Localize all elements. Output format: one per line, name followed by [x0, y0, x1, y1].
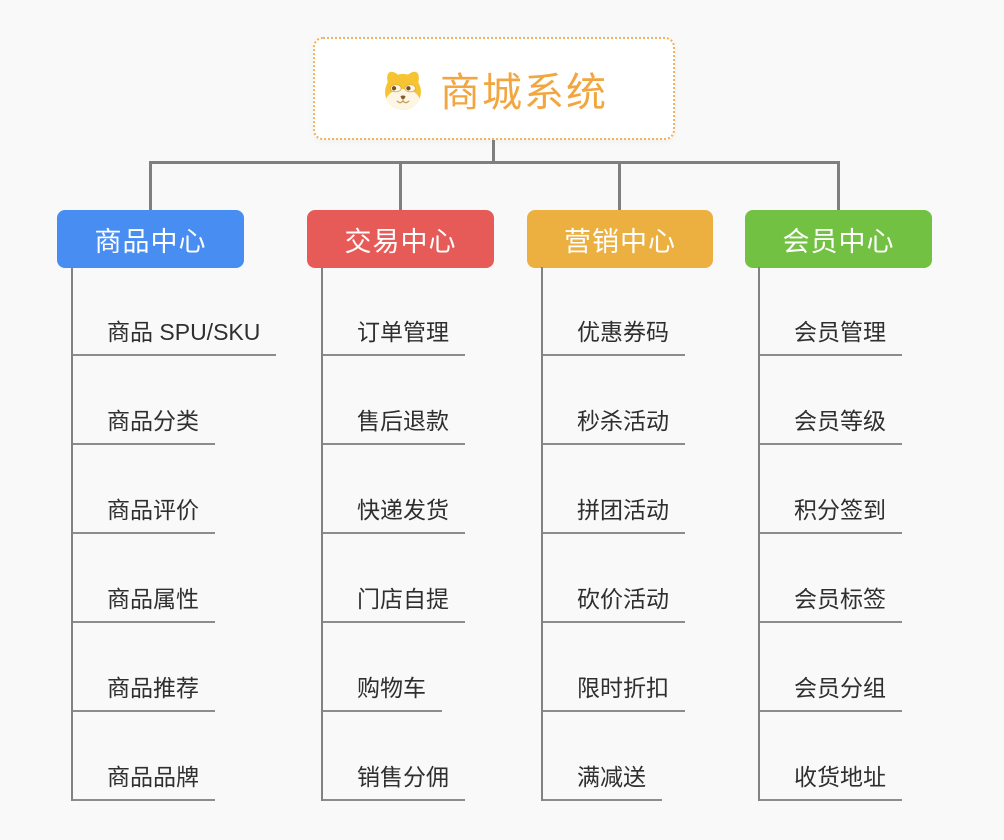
leaf-row: 限时折扣	[543, 623, 685, 712]
leaf-column-trade: 订单管理 售后退款 快递发货 门店自提 购物车 销售分佣	[321, 267, 465, 801]
leaf-topic[interactable]: 门店自提	[323, 588, 465, 623]
leaf-row: 商品品牌	[73, 712, 276, 801]
leaf-topic[interactable]: 会员管理	[760, 321, 902, 356]
leaf-row: 商品属性	[73, 534, 276, 623]
leaf-topic[interactable]: 会员标签	[760, 588, 902, 623]
branch-trade-label: 交易中心	[344, 226, 457, 257]
root-topic[interactable]: 商城系统	[313, 37, 675, 140]
leaf-row: 收货地址	[760, 712, 902, 801]
leaf-row: 商品 SPU/SKU	[73, 267, 277, 356]
leaf-row: 会员管理	[760, 267, 902, 356]
leaf-column-products: 商品 SPU/SKU 商品分类 商品评价 商品属性 商品推荐 商品品牌	[71, 267, 277, 801]
leaf-topic[interactable]: 优惠券码	[543, 321, 685, 356]
connector-drop-trade	[399, 164, 402, 210]
leaf-topic[interactable]: 会员分组	[760, 677, 902, 712]
leaf-row: 拼团活动	[543, 445, 685, 534]
leaf-row: 商品分类	[73, 356, 276, 445]
leaf-row: 会员标签	[760, 534, 902, 623]
leaf-row: 快递发货	[323, 445, 465, 534]
leaf-topic[interactable]: 积分签到	[760, 499, 902, 534]
branch-marketing[interactable]: 营销中心	[527, 210, 713, 268]
leaf-topic[interactable]: 收货地址	[760, 766, 902, 801]
leaf-row: 优惠券码	[543, 267, 685, 356]
branch-products-label: 商品中心	[94, 226, 207, 257]
leaf-topic[interactable]: 商品品牌	[73, 766, 215, 801]
leaf-row: 满减送	[543, 712, 685, 801]
leaf-row: 会员分组	[760, 623, 902, 712]
leaf-row: 售后退款	[323, 356, 465, 445]
leaf-topic[interactable]: 商品 SPU/SKU	[73, 321, 277, 356]
leaf-topic[interactable]: 商品分类	[73, 410, 215, 445]
connector-drop-marketing	[618, 164, 621, 210]
branch-members-label: 会员中心	[782, 226, 895, 257]
branch-members[interactable]: 会员中心	[745, 210, 932, 268]
leaf-topic[interactable]: 快递发货	[323, 499, 465, 534]
leaf-topic[interactable]: 售后退款	[323, 410, 465, 445]
branch-trade[interactable]: 交易中心	[307, 210, 494, 268]
leaf-row: 销售分佣	[323, 712, 465, 801]
leaf-topic[interactable]: 销售分佣	[323, 766, 465, 801]
leaf-column-marketing: 优惠券码 秒杀活动 拼团活动 砍价活动 限时折扣 满减送	[541, 267, 685, 801]
leaf-row: 商品评价	[73, 445, 276, 534]
leaf-row: 积分签到	[760, 445, 902, 534]
dog-face-icon	[380, 66, 426, 112]
leaf-row: 会员等级	[760, 356, 902, 445]
leaf-topic[interactable]: 拼团活动	[543, 499, 685, 534]
connector-horizontal-bar	[149, 161, 840, 164]
leaf-topic[interactable]: 订单管理	[323, 321, 465, 356]
leaf-topic[interactable]: 会员等级	[760, 410, 902, 445]
leaf-row: 购物车	[323, 623, 465, 712]
connector-root-stub	[492, 140, 495, 164]
leaf-topic[interactable]: 商品属性	[73, 588, 215, 623]
leaf-row: 订单管理	[323, 267, 465, 356]
leaf-topic[interactable]: 购物车	[323, 677, 442, 712]
branch-products[interactable]: 商品中心	[57, 210, 244, 268]
leaf-topic[interactable]: 商品推荐	[73, 677, 215, 712]
leaf-topic[interactable]: 限时折扣	[543, 677, 685, 712]
root-topic-label: 商城系统	[440, 70, 608, 115]
connector-drop-products	[149, 164, 152, 210]
leaf-topic[interactable]: 商品评价	[73, 499, 215, 534]
leaf-topic[interactable]: 满减送	[543, 766, 662, 801]
leaf-column-members: 会员管理 会员等级 积分签到 会员标签 会员分组 收货地址	[758, 267, 902, 801]
branch-marketing-label: 营销中心	[564, 226, 676, 257]
leaf-row: 砍价活动	[543, 534, 685, 623]
leaf-row: 秒杀活动	[543, 356, 685, 445]
leaf-topic[interactable]: 砍价活动	[543, 588, 685, 623]
connector-drop-members	[837, 164, 840, 210]
leaf-row: 商品推荐	[73, 623, 276, 712]
leaf-topic[interactable]: 秒杀活动	[543, 410, 685, 445]
leaf-row: 门店自提	[323, 534, 465, 623]
